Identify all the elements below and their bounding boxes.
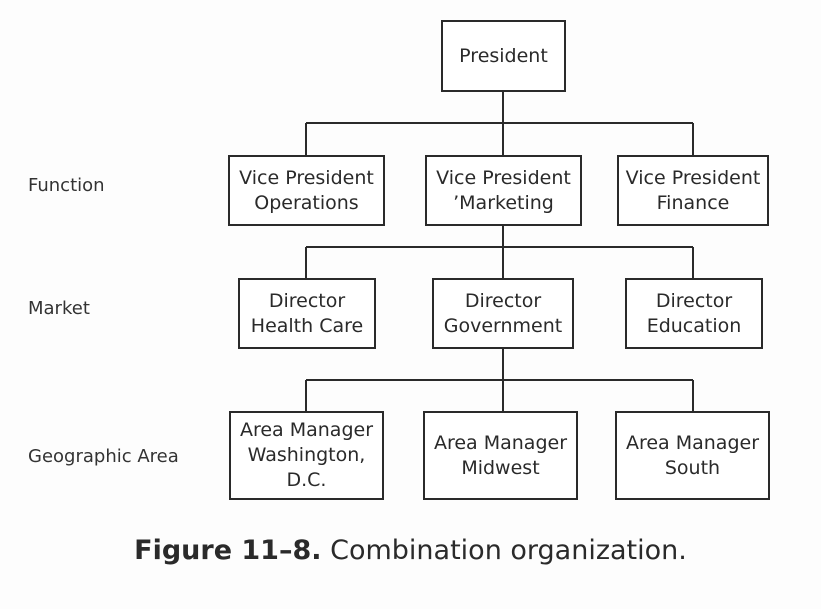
node-vp-marketing: Vice President ’Marketing <box>425 155 582 226</box>
node-president: President <box>441 20 566 92</box>
node-am-washington-text: Area Manager Washington, D.C. <box>239 419 374 491</box>
figure-number: Figure 11–8. <box>134 535 322 566</box>
figure-caption-text: Combination organization. <box>321 535 687 566</box>
node-am-midwest: Area Manager Midwest <box>423 411 578 500</box>
node-am-south-text: Area Manager South <box>625 431 760 479</box>
node-dir-government-text: Director Government <box>443 289 563 337</box>
node-dir-education-text: Director Education <box>646 289 742 337</box>
node-vp-finance: Vice President Finance <box>617 155 769 226</box>
node-vp-operations: Vice President Operations <box>228 155 385 226</box>
node-am-midwest-text: Area Manager Midwest <box>433 431 568 479</box>
node-am-washington: Area Manager Washington, D.C. <box>229 411 384 500</box>
node-president-text: President <box>459 44 548 67</box>
node-vp-marketing-text: Vice President ’Marketing <box>436 166 571 214</box>
level-label-market: Market <box>28 298 90 319</box>
node-dir-education: Director Education <box>625 278 763 349</box>
node-dir-health-care-text: Director Health Care <box>250 289 364 337</box>
node-dir-government: Director Government <box>432 278 574 349</box>
node-vp-finance-text: Vice President Finance <box>625 166 761 214</box>
level-label-geographic-area: Geographic Area <box>28 446 179 467</box>
node-vp-operations-text: Vice President Operations <box>239 166 374 214</box>
level-label-function: Function <box>28 175 105 196</box>
node-am-south: Area Manager South <box>615 411 770 500</box>
node-dir-health-care: Director Health Care <box>238 278 376 349</box>
figure-caption: Figure 11–8. Combination organization. <box>0 535 821 566</box>
